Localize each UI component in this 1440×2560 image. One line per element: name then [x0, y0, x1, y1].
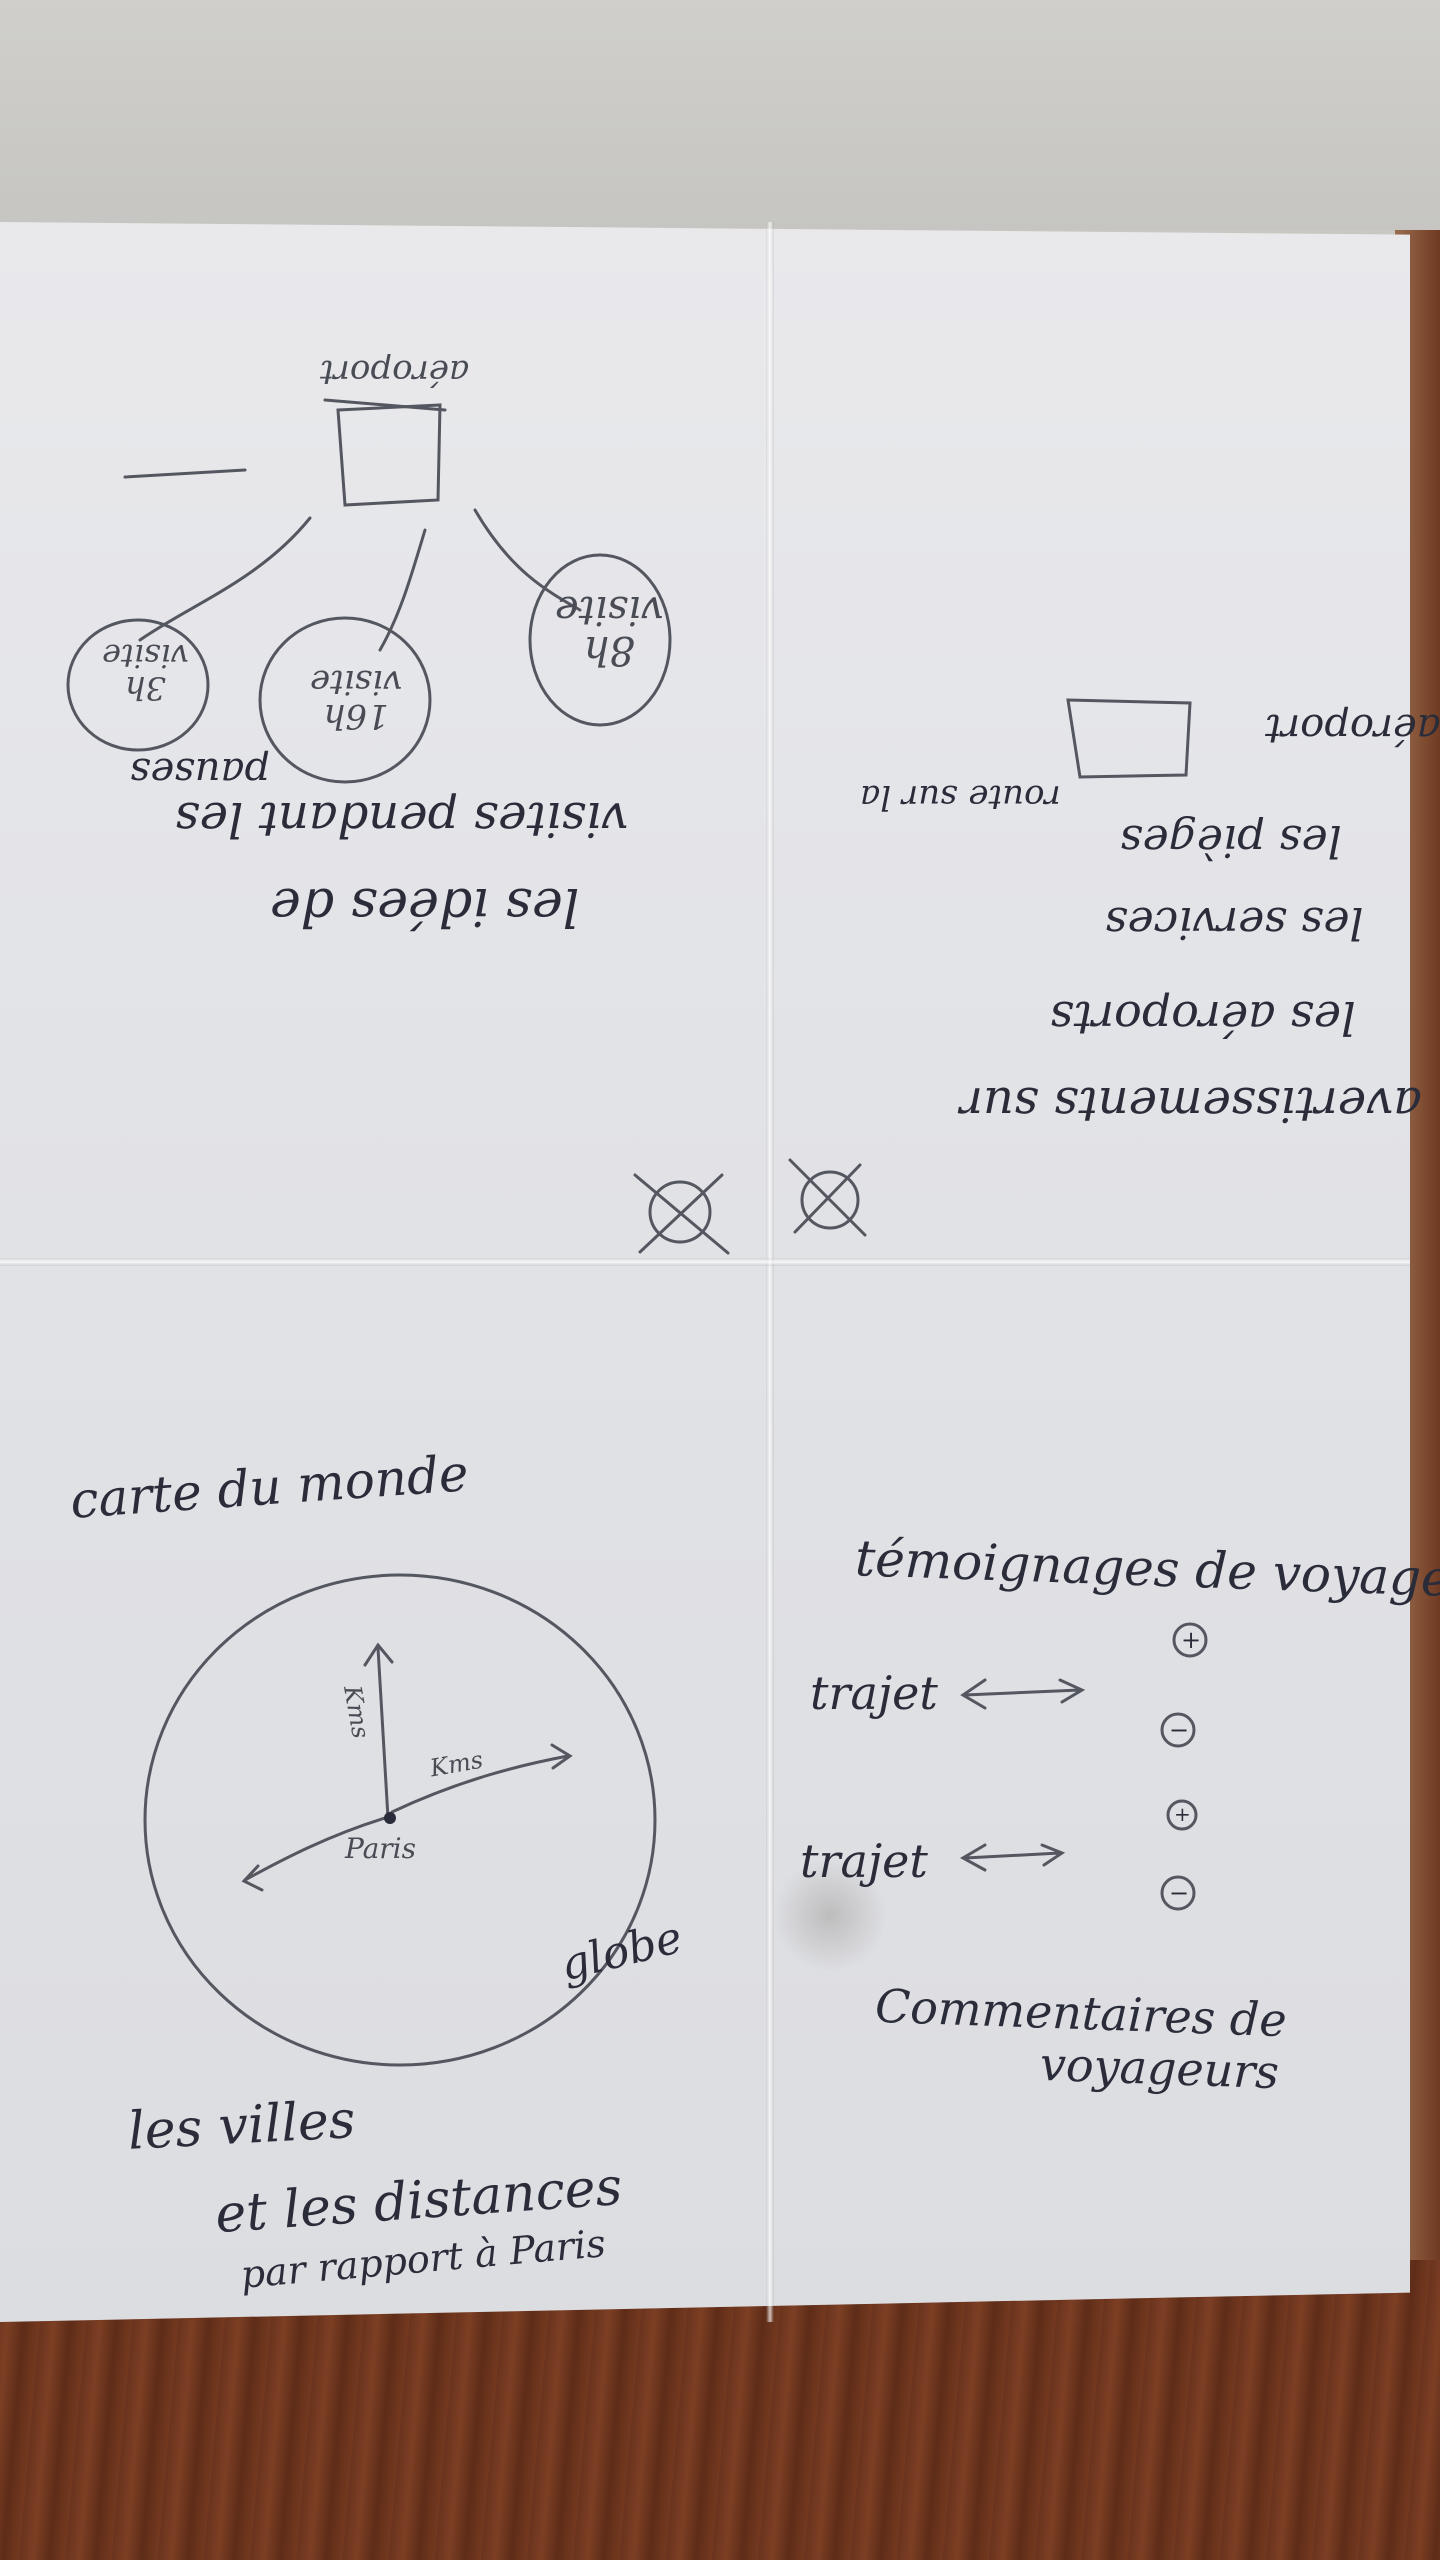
- warnings-line-5: route sur la: [860, 777, 1061, 817]
- warnings-line-4: les pièges: [1120, 815, 1342, 866]
- trajet-1-label: trajet: [810, 1666, 938, 1720]
- ideas-line-2: visites pendant les: [175, 791, 629, 847]
- bubble-label-left: 3h visite: [102, 637, 189, 707]
- airport-box: [336, 403, 442, 507]
- ideas-line-1: les idées de: [270, 876, 580, 936]
- minus-sign-1: −: [1169, 1716, 1190, 1744]
- bubble-left: [66, 618, 210, 752]
- dash-line: [123, 468, 247, 479]
- bubble-label-middle: 16h visite: [310, 662, 403, 736]
- warnings-line-6: aéroport: [1265, 705, 1440, 751]
- axis-right: [390, 1754, 570, 1814]
- minus-circle-1: [1160, 1712, 1196, 1748]
- vertical-fold-line: [766, 222, 774, 2322]
- warnings-line-1: avertissements sur: [960, 1076, 1422, 1132]
- axis-left: [243, 1816, 387, 1882]
- horizontal-fold-line: [0, 1258, 1410, 1266]
- warning-box: [1066, 698, 1192, 779]
- plus-sign-1: +: [1181, 1626, 1202, 1654]
- bubble-label-right: 8h visite: [555, 587, 664, 673]
- paris-label: Paris: [345, 1832, 416, 1865]
- wall-background: [0, 0, 1440, 230]
- airport-label: aéroport: [320, 352, 470, 392]
- comments-line-2: voyageurs: [1039, 2036, 1280, 2100]
- plus-circle-2: [1166, 1799, 1198, 1831]
- minus-sign-2: −: [1169, 1879, 1190, 1907]
- branch-right: [473, 508, 582, 612]
- paper-stain: [770, 1860, 890, 1970]
- warnings-line-3: les services: [1105, 897, 1364, 948]
- plus-circle-1: [1172, 1622, 1208, 1658]
- globe-circle: [143, 1573, 657, 2067]
- axis-up: [376, 1646, 390, 1820]
- plus-sign-2: +: [1174, 1802, 1191, 1826]
- branch-left: [138, 516, 312, 642]
- airport-mark: [323, 398, 447, 412]
- paris-dot: [384, 1812, 396, 1824]
- ideas-line-3: pauses: [130, 749, 270, 795]
- crossed-circle-right: [800, 1170, 860, 1230]
- warnings-line-2: les aéroports: [1050, 991, 1356, 1045]
- minus-circle-2: [1160, 1875, 1196, 1911]
- bubble-middle: [258, 616, 432, 784]
- comments-line-1: Commentaires de: [874, 1978, 1288, 2048]
- arrow-1: [960, 1678, 1086, 1710]
- branch-middle: [378, 528, 427, 652]
- caption-cities: les villes: [126, 2090, 357, 2162]
- trajet-2-label: trajet: [800, 1834, 928, 1888]
- arrow-2: [959, 1843, 1066, 1872]
- paper-sheet: [0, 222, 1410, 2322]
- crossed-circle-left: [648, 1180, 712, 1244]
- bubble-right: [528, 553, 672, 727]
